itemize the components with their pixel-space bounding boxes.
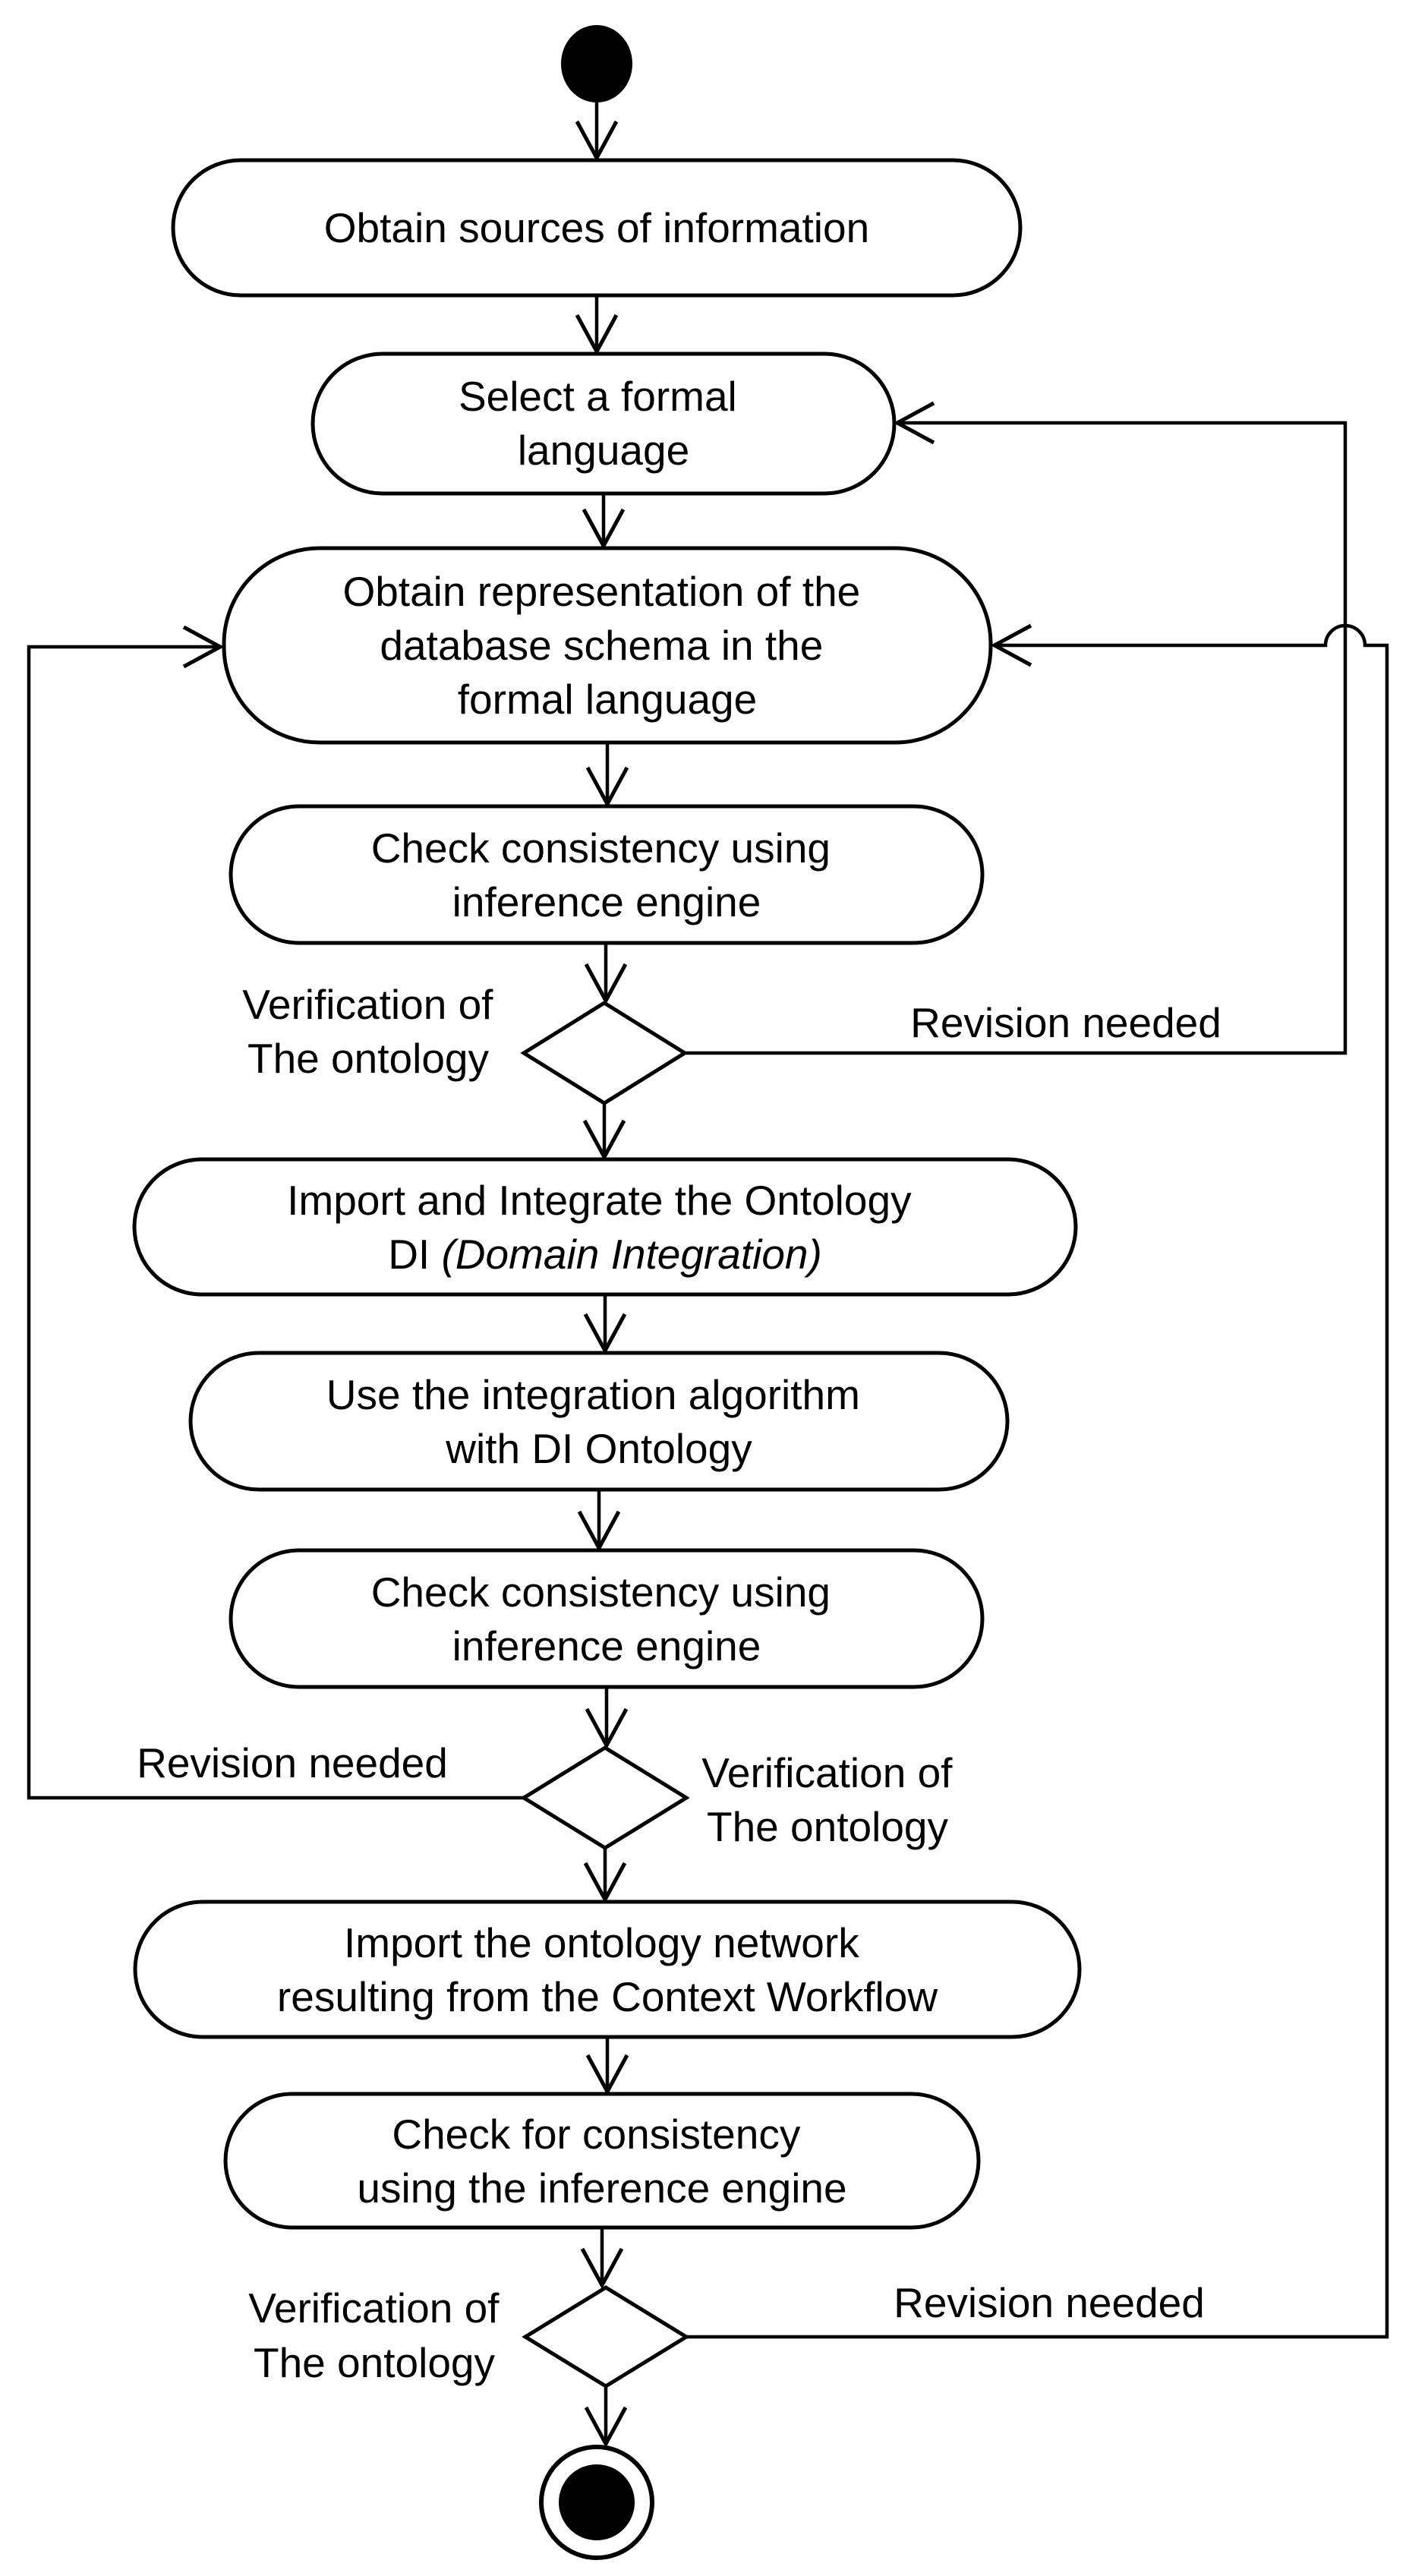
activity-node-shape <box>133 1900 1082 2039</box>
edge-label-revision-3: Revision needed <box>894 2279 1205 2326</box>
edge-label-verification-3: Verification of The ontology <box>248 2284 510 2386</box>
activity-node-label: Import and Integrate the Ontology DI (Do… <box>287 1177 923 1278</box>
initial-node <box>561 25 632 102</box>
activity-node-shape <box>222 546 993 745</box>
edge-label-revision-2: Revision needed <box>137 1739 448 1786</box>
activity-node-use-integration-algorithm: Use the integration algorithm with DI On… <box>188 1351 1010 1492</box>
activity-node-obtain-representation: Obtain representation of the database sc… <box>222 546 993 745</box>
activity-node-label: Use the integration algorithm with DI On… <box>326 1371 872 1472</box>
decision-node-3 <box>522 2285 690 2388</box>
activity-node-check-consistency-1: Check consistency using inference engine <box>229 804 985 945</box>
activity-node-shape <box>310 352 897 496</box>
feedback-arrow-revision-3 <box>686 623 1389 2339</box>
edge-label-verification-1: Verification of The ontology <box>242 981 504 1082</box>
activity-node-check-for-consistency: Check for consistency using the inferenc… <box>223 2092 981 2230</box>
activity-node-import-integrate-ontology: Import and Integrate the Ontology DI (Do… <box>132 1157 1078 1297</box>
activity-node-label: Check for consistency using the inferenc… <box>357 2111 846 2212</box>
activity-node-label: Check consistency using inference engine <box>371 825 843 925</box>
activity-node-label: Check consistency using inference engine <box>371 1569 843 1670</box>
activity-node-shape <box>171 158 1023 298</box>
final-node-inner-circle <box>559 2464 635 2540</box>
activity-node-import-ontology-network: Import the ontology network resulting fr… <box>133 1900 1082 2039</box>
decision-node-2 <box>520 1745 690 1850</box>
activity-node-check-consistency-2: Check consistency using inference engine <box>229 1548 985 1689</box>
activity-node-shape <box>132 1157 1078 1297</box>
edge-label-verification-2: Verification of The ontology <box>701 1749 963 1850</box>
activity-node-label: Import the ontology network resulting fr… <box>277 1919 938 2020</box>
activity-final-node <box>539 2445 654 2560</box>
activity-node-label: Select a formal language <box>459 373 749 474</box>
activity-node-shape <box>229 804 985 945</box>
activity-node-shape <box>223 2092 981 2230</box>
activity-node-label: Obtain representation of the database sc… <box>342 568 872 723</box>
activity-node-select-language: Select a formal language <box>310 352 897 496</box>
feedback-arrow-revision-1 <box>685 401 1348 1055</box>
activity-node-obtain-sources: Obtain sources of information <box>171 158 1023 298</box>
activity-node-shape <box>229 1548 985 1689</box>
decision-node-1 <box>520 1001 689 1105</box>
activity-node-label: Obtain sources of information <box>324 204 869 251</box>
activity-node-shape <box>188 1351 1010 1492</box>
edge-label-revision-1: Revision needed <box>910 999 1221 1046</box>
feedback-arrow-revision-2 <box>27 625 524 1800</box>
